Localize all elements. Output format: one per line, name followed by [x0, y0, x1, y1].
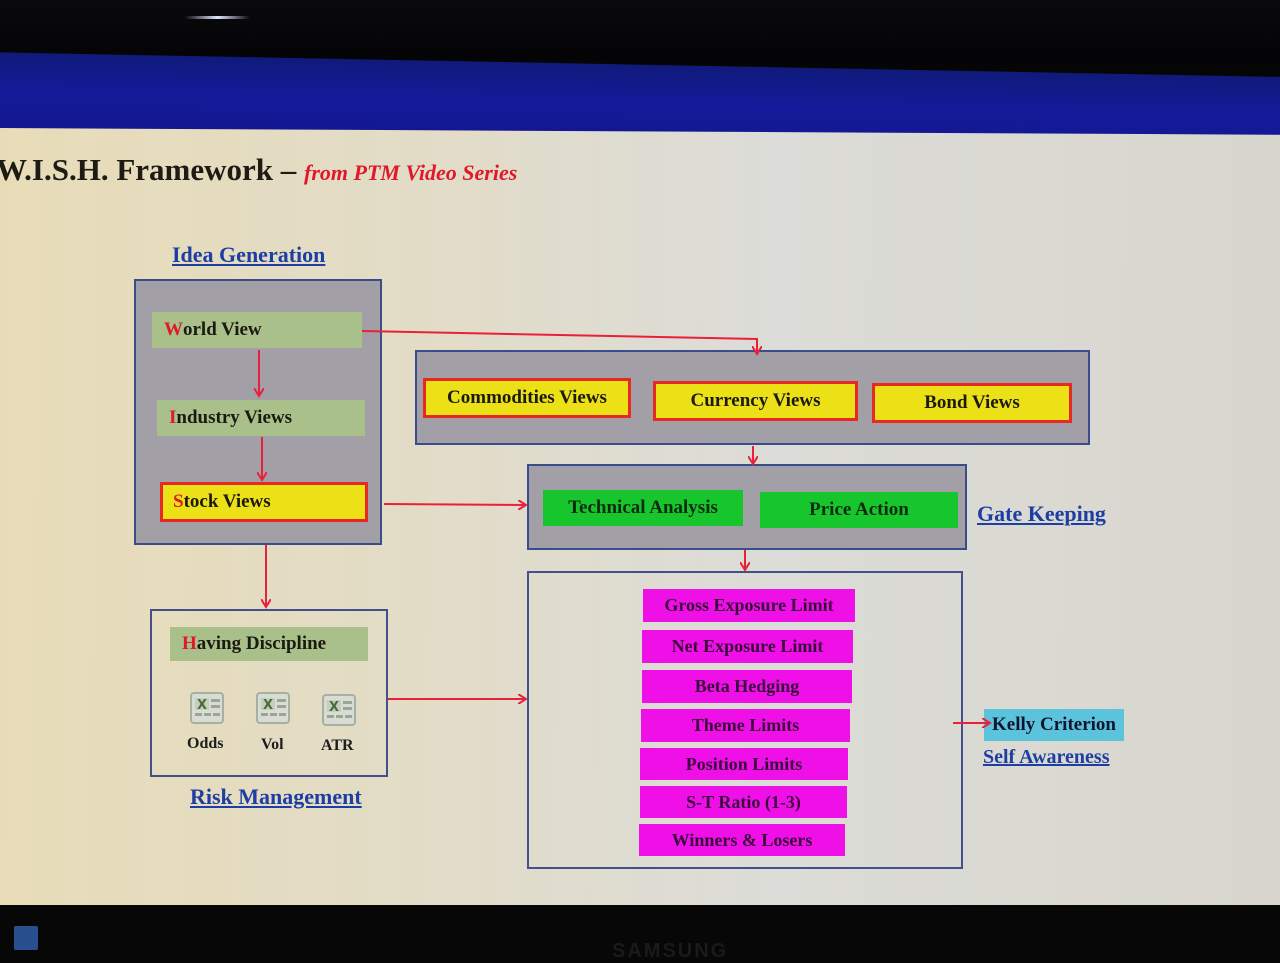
- commodities-views-box[interactable]: Commodities Views: [423, 378, 631, 418]
- currency-views-box[interactable]: Currency Views: [653, 381, 858, 421]
- slide-title: W.I.S.H. Framework – from PTM Video Seri…: [0, 152, 517, 188]
- section-link-self-awareness[interactable]: Self Awareness: [983, 746, 1110, 768]
- limits-group: [527, 571, 963, 869]
- stock-views-initial: S: [173, 491, 184, 512]
- power-led-icon: [14, 926, 38, 950]
- monitor-brand-logo: SAMSUNG: [612, 940, 729, 962]
- svg-text:X: X: [329, 700, 339, 715]
- having-discipline-label: aving Discipline: [196, 633, 327, 654]
- monitor-bezel-top: [0, 0, 1280, 60]
- risk-management-group: [150, 609, 388, 777]
- limit-item[interactable]: Winners & Losers: [639, 824, 845, 856]
- price-action-box[interactable]: Price Action: [760, 492, 958, 528]
- monitor-bezel-bottom: [0, 905, 1280, 960]
- svg-text:X: X: [263, 698, 273, 713]
- limit-item[interactable]: Net Exposure Limit: [642, 630, 853, 663]
- section-link-risk-management[interactable]: Risk Management: [190, 784, 362, 809]
- limit-item[interactable]: Gross Exposure Limit: [643, 589, 855, 622]
- excel-icon[interactable]: X: [320, 692, 358, 728]
- excel-icon[interactable]: X: [188, 690, 226, 726]
- section-link-gate-keeping[interactable]: Gate Keeping: [977, 501, 1106, 526]
- limit-item[interactable]: S-T Ratio (1-3): [640, 786, 847, 818]
- section-link-idea-generation[interactable]: Idea Generation: [172, 242, 326, 267]
- technical-analysis-box[interactable]: Technical Analysis: [543, 490, 743, 526]
- limit-item[interactable]: Beta Hedging: [642, 670, 852, 703]
- atr-label: ATR: [321, 737, 354, 754]
- title-subtitle: from PTM Video Series: [304, 160, 518, 185]
- svg-text:X: X: [197, 698, 207, 713]
- odds-label: Odds: [187, 735, 224, 752]
- industry-views-label: ndustry Views: [176, 407, 293, 428]
- vol-label: Vol: [261, 736, 284, 753]
- kelly-criterion-box[interactable]: Kelly Criterion: [984, 709, 1124, 741]
- screen-glare: [185, 16, 250, 19]
- world-view-label: orld View: [183, 319, 262, 340]
- stock-views-label: tock Views: [183, 491, 271, 512]
- limit-item[interactable]: Theme Limits: [641, 709, 850, 742]
- limit-item[interactable]: Position Limits: [640, 748, 848, 780]
- having-discipline-initial: H: [182, 633, 197, 654]
- industry-views-initial: I: [169, 407, 177, 428]
- world-view-initial: W: [164, 319, 183, 340]
- title-text: W.I.S.H. Framework –: [0, 152, 297, 187]
- excel-icon[interactable]: X: [254, 690, 292, 726]
- bond-views-box[interactable]: Bond Views: [872, 383, 1072, 423]
